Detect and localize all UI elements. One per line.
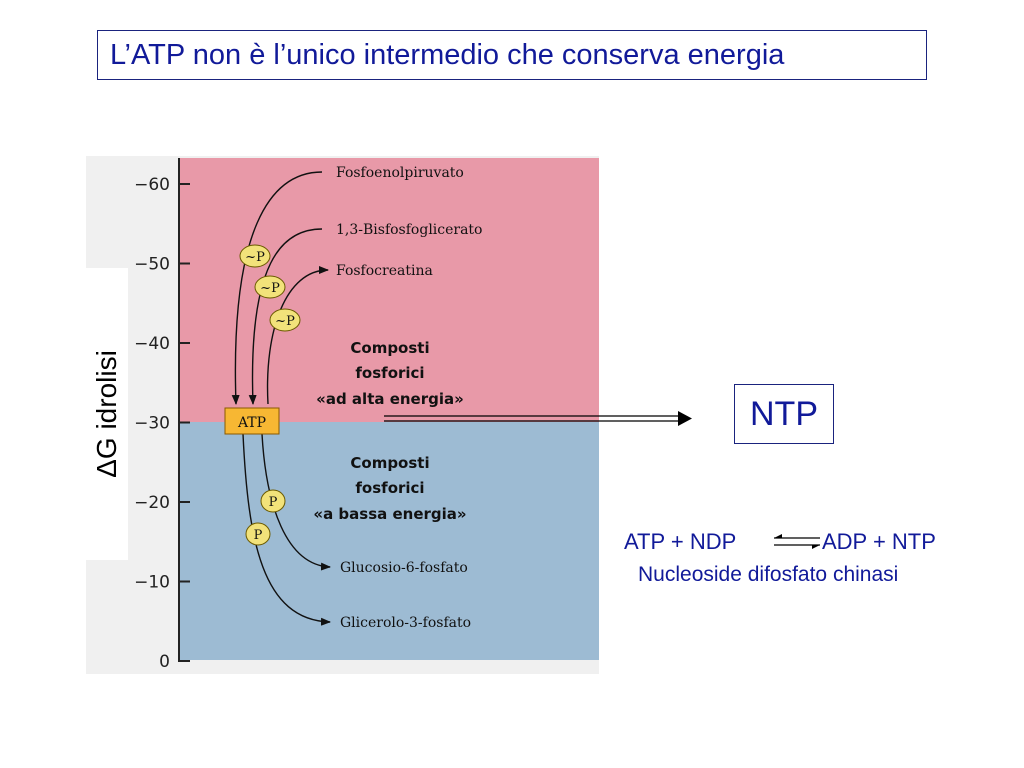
compound-label-fosfocreatina: Fosfocreatina [336,263,433,279]
compound-label-fosfoenolpiruvato: Fosfoenolpiruvato [336,165,464,181]
y-axis-label-panel [86,268,128,560]
y-axis-ticks: −60 −50 −40 −30 −20 −10 0 [134,175,190,672]
phosphate-low-1: P [260,489,286,513]
compound-label-bisfosfoglicerato: 1,3-Bisfosfoglicerato [336,222,483,238]
arrow-atp-to-glucosio-6-fosfato [261,433,331,571]
enzyme-name: Nucleoside difosfato chinasi [638,563,899,586]
y-axis-label: ΔG idrolisi [91,350,123,478]
atp-box [224,407,280,435]
phosphate-high-2: ~P [254,275,286,299]
y-tick-label: −60 [134,175,170,195]
phosphate-high-1: ~P [239,244,271,268]
arrow-bisfosfoglicerato-to-atp [248,228,323,405]
phosphate-low-label: P [254,528,263,543]
y-tick-label: −10 [134,573,170,593]
ntp-box: NTP [734,384,834,444]
arrow-to-ntp [384,411,692,426]
arrow-fosfoenolpiruvato-to-atp [231,171,323,405]
high-energy-label-line2: fosforici [355,364,424,382]
high-energy-label-line1: Composti [350,339,429,357]
arrow-atp-to-glicerolo-3-fosfato [242,433,331,626]
reaction-right-side: ADP + NTP [822,529,936,554]
phosphate-high-3: ~P [269,308,301,332]
phosphate-high-label: ~P [260,281,280,296]
phosphate-low-label: P [269,495,278,510]
y-tick-label: 0 [159,652,170,672]
high-energy-region [179,158,599,422]
y-tick-label: −20 [134,493,170,513]
phosphate-high-label: ~P [245,250,265,265]
y-tick-label: −50 [134,255,170,275]
compound-label-glucosio-6-fosfato: Glucosio-6-fosfato [340,560,468,576]
low-energy-label-line1: Composti [350,454,429,472]
low-energy-label-line3: «a bassa energia» [313,505,466,523]
delta-symbol: Δ [91,459,122,478]
low-energy-label-line2: fosforici [355,479,424,497]
phosphate-low-2: P [245,522,271,546]
compound-label-glicerolo-3-fosfato: Glicerolo-3-fosfato [340,615,471,631]
reversible-arrow [774,534,820,549]
atp-label: ATP [237,415,266,431]
y-tick-label: −40 [134,334,170,354]
phosphate-high-label: ~P [275,314,295,329]
y-tick-label: −30 [134,414,170,434]
high-energy-label-line3: «ad alta energia» [316,390,464,408]
slide-title: L’ATP non è l’unico intermedio che conse… [97,30,927,80]
reaction-left-side: ATP + NDP [624,529,737,554]
y-axis-label-text: G idrolisi [91,350,122,460]
